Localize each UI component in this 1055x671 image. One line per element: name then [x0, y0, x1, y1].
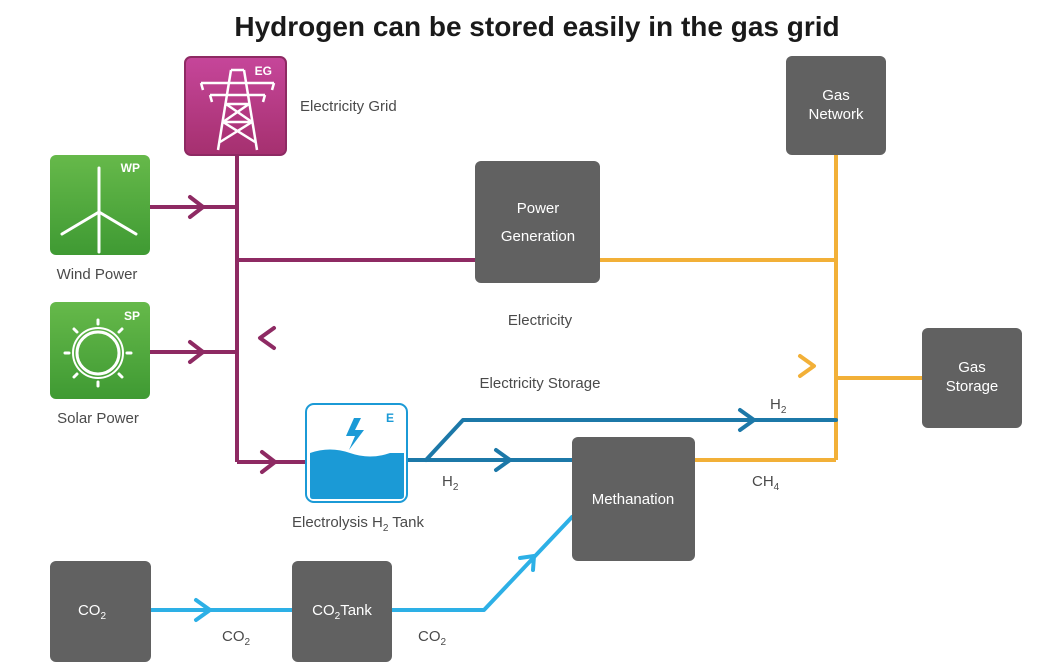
electricity-storage-flow-arrow [256, 354, 816, 378]
lightning-icon [346, 418, 364, 450]
hydrogen-lines [406, 408, 838, 472]
gas-storage-line2: Storage [946, 378, 999, 395]
electricity-flow-arrow [258, 326, 818, 350]
solar-power-node: SP [50, 302, 150, 399]
co2-left-label: CO2 [222, 628, 251, 648]
wind-power-label: Wind Power [57, 266, 138, 283]
gas-storage-node: Gas Storage [922, 328, 1022, 428]
wind-power-node: WP [50, 155, 150, 255]
co2-tank-node: CO2Tank [292, 561, 392, 662]
gas-network-line2: Network [808, 106, 864, 123]
sp-badge: SP [124, 309, 140, 323]
co2-source-label: CO2 [78, 602, 107, 622]
gas-network-line1: Gas [822, 87, 850, 104]
electricity-storage-label: Electricity Storage [480, 375, 601, 392]
water-fill [310, 449, 404, 499]
ch4-label: CH4 [752, 473, 780, 493]
electricity-grid-label: Electricity Grid [300, 98, 397, 115]
sun-icon [63, 318, 133, 388]
power-generation-line2: Generation [501, 228, 575, 245]
power-generation-node: Power Generation [475, 161, 600, 283]
diagram-title: Hydrogen can be stored easily in the gas… [234, 11, 839, 42]
co2-lines [149, 515, 574, 622]
methanation-node: Methanation [572, 437, 695, 561]
electricity-lines [150, 155, 475, 464]
h2-lower-label: H2 [442, 473, 459, 493]
electrolysis-tank-node: E [305, 403, 408, 503]
wp-badge: WP [121, 161, 140, 175]
electrolysis-label: Electrolysis H2 Tank [292, 514, 425, 534]
gas-storage-line1: Gas [958, 359, 986, 376]
co2-right-label: CO2 [418, 628, 447, 648]
co2-source-node: CO2 [50, 561, 151, 662]
gas-network-node: Gas Network [786, 56, 886, 155]
electricity-grid-node: EG [184, 56, 287, 156]
solar-power-label: Solar Power [57, 410, 139, 427]
power-pylon-icon [199, 68, 276, 151]
gas-lines [600, 155, 922, 462]
electricity-arrowheads [188, 195, 277, 474]
electricity-label: Electricity [508, 312, 573, 329]
e-badge: E [386, 411, 394, 425]
power-generation-line1: Power [517, 200, 560, 217]
eg-badge: EG [255, 64, 272, 78]
methanation-label: Methanation [592, 491, 675, 508]
co2-tank-label: CO2Tank [312, 602, 372, 622]
h2-upper-label: H2 [770, 396, 787, 416]
wind-turbine-icon [60, 166, 138, 254]
